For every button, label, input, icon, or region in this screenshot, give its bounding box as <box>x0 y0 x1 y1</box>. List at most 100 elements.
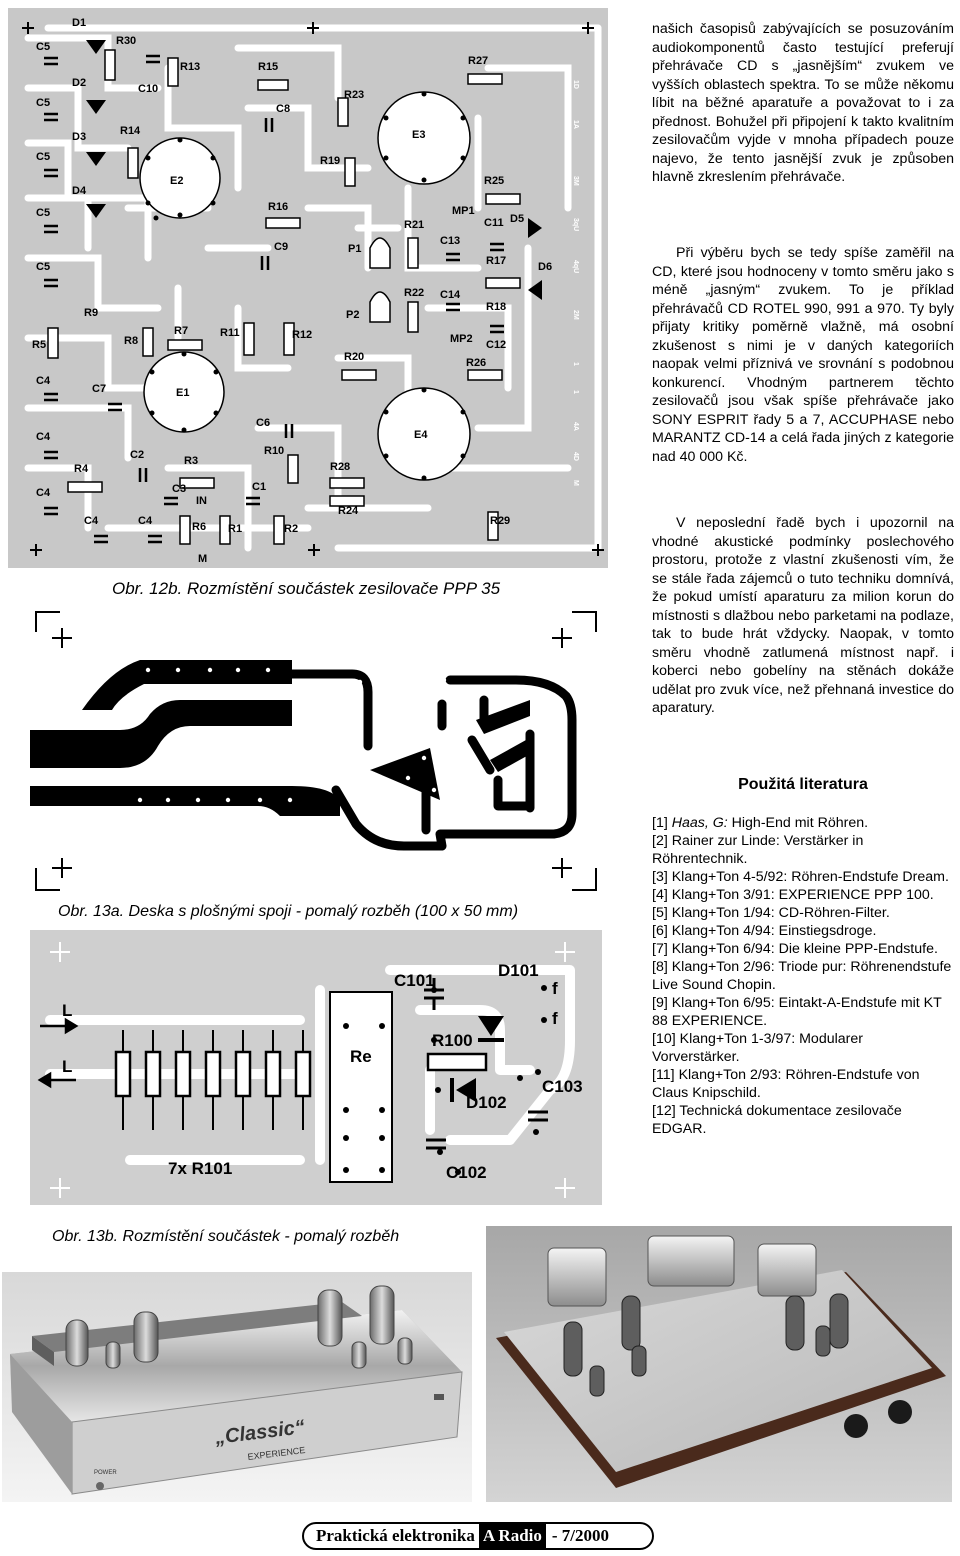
svg-text:R6: R6 <box>192 521 206 533</box>
page-footer: Praktická elektronika A Radio - 7/2000 <box>302 1522 654 1550</box>
svg-text:P2: P2 <box>346 309 359 321</box>
svg-text:M: M <box>198 553 207 565</box>
svg-text:R13: R13 <box>180 61 200 73</box>
amplifier-photo-classic: „Classic“ EXPERIENCE POWER <box>2 1272 472 1502</box>
svg-text:D6: D6 <box>538 261 552 273</box>
literature-heading: Použitá literatura <box>738 776 868 793</box>
svg-text:1D: 1D <box>572 80 579 89</box>
svg-text:R7: R7 <box>174 325 188 337</box>
svg-text:IN: IN <box>196 495 207 507</box>
svg-text:3qU: 3qU <box>572 218 579 231</box>
svg-text:E1: E1 <box>176 387 189 399</box>
svg-text:R17: R17 <box>486 255 506 267</box>
svg-text:C4: C4 <box>36 487 51 499</box>
svg-text:C5: C5 <box>36 97 50 109</box>
svg-text:R21: R21 <box>404 219 424 231</box>
svg-text:R16: R16 <box>268 201 288 213</box>
svg-text:R14: R14 <box>120 125 141 137</box>
svg-text:C12: C12 <box>486 339 506 351</box>
literature-item: [10] Klang+Ton 1-3/97: Modularer Vorvers… <box>652 1031 863 1065</box>
literature-item: [11] Klang+Ton 2/93: Röhren-Endstufe von… <box>652 1067 920 1101</box>
svg-text:R12: R12 <box>292 329 312 341</box>
svg-text:C4: C4 <box>36 375 51 387</box>
paragraph-2: Při výběru bych se tedy spíše zaměřil na… <box>652 245 954 465</box>
svg-text:R30: R30 <box>116 35 136 47</box>
footer-issue: - 7/2000 <box>551 1526 610 1545</box>
svg-text:2M: 2M <box>572 310 579 320</box>
svg-text:R10: R10 <box>264 445 284 457</box>
literature-item: [12] Technická dokumentace zesilovače ED… <box>652 1103 902 1137</box>
svg-text:R4: R4 <box>74 463 89 475</box>
svg-text:MP1: MP1 <box>452 205 475 217</box>
footer-magazine-brand: A Radio <box>478 1524 546 1548</box>
svg-text:R9: R9 <box>84 307 98 319</box>
slow-start-component-layout: L L 7x R101 Re C101 D101 f f R100 D102 C… <box>30 930 602 1205</box>
literature-item: [7] Klang+Ton 6/94: Die kleine PPP-Endst… <box>652 941 938 957</box>
pcb-traces-figure <box>30 611 597 891</box>
literature-item: [9] Klang+Ton 6/95: Eintakt-A-Endstufe m… <box>652 995 942 1029</box>
svg-text:E4: E4 <box>414 429 428 441</box>
literature-item: [1] Haas, G: High-End mit Röhren. <box>652 815 869 831</box>
svg-text:C4: C4 <box>138 515 153 527</box>
svg-text:R19: R19 <box>320 155 340 167</box>
svg-text:C10: C10 <box>138 83 158 95</box>
label-f2: f <box>552 1009 558 1028</box>
svg-text:D4: D4 <box>72 185 87 197</box>
svg-text:3M: 3M <box>572 176 579 186</box>
svg-text:MP2: MP2 <box>450 333 473 345</box>
label-c101: C101 <box>394 971 435 990</box>
svg-text:E3: E3 <box>412 129 425 141</box>
svg-text:R24: R24 <box>338 505 359 517</box>
svg-text:4qU: 4qU <box>572 260 579 273</box>
label-c102: C102 <box>446 1163 487 1182</box>
label-r100: R100 <box>432 1031 473 1050</box>
label-f1: f <box>552 979 558 998</box>
svg-text:C5: C5 <box>36 207 50 219</box>
svg-text:R15: R15 <box>258 61 278 73</box>
paragraph-1: našich časopisů zabývajících se posuzová… <box>652 21 954 185</box>
svg-text:C5: C5 <box>36 151 50 163</box>
literature-item: [5] Klang+Ton 1/94: CD-Röhren-Filter. <box>652 905 890 921</box>
svg-text:R22: R22 <box>404 287 424 299</box>
svg-text:C4: C4 <box>84 515 99 527</box>
figure-13a-caption: Obr. 13a. Deska s plošnými spoji - pomal… <box>58 903 519 920</box>
svg-text:C6: C6 <box>256 417 270 429</box>
svg-text:D5: D5 <box>510 213 524 225</box>
svg-text:R1: R1 <box>228 523 242 535</box>
svg-text:C7: C7 <box>92 383 106 395</box>
svg-text:R25: R25 <box>484 175 504 187</box>
svg-text:1: 1 <box>572 362 579 366</box>
svg-text:R3: R3 <box>184 455 198 467</box>
svg-text:4D: 4D <box>572 452 579 461</box>
svg-text:C11: C11 <box>484 217 504 229</box>
svg-text:C13: C13 <box>440 235 460 247</box>
svg-text:R8: R8 <box>124 335 138 347</box>
svg-text:R27: R27 <box>468 55 488 67</box>
svg-text:1A: 1A <box>572 120 579 129</box>
label-l-top: L <box>62 1001 72 1020</box>
svg-text:R18: R18 <box>486 301 506 313</box>
svg-text:R28: R28 <box>330 461 350 473</box>
svg-text:R23: R23 <box>344 89 364 101</box>
svg-text:R26: R26 <box>466 357 486 369</box>
svg-text:D2: D2 <box>72 77 86 89</box>
literature-item: [4] Klang+Ton 3/91: EXPERIENCE PPP 100. <box>652 887 934 903</box>
photo-power-label: POWER <box>94 1470 117 1476</box>
label-c103: C103 <box>542 1077 583 1096</box>
svg-text:D3: D3 <box>72 131 86 143</box>
svg-text:M: M <box>572 480 579 486</box>
literature-item: [6] Klang+Ton 4/94: Einstiegsdroge. <box>652 923 877 939</box>
label-relay: Re <box>350 1047 372 1066</box>
literature-item: [8] Klang+Ton 2/96: Triode pur: Röhrenen… <box>652 959 952 993</box>
label-l-bottom: L <box>62 1057 72 1076</box>
svg-text:C9: C9 <box>274 241 288 253</box>
svg-text:P1: P1 <box>348 243 361 255</box>
label-resistors: 7x R101 <box>168 1159 232 1178</box>
svg-text:E2: E2 <box>170 175 183 187</box>
amplifier-photo-wood <box>486 1226 952 1502</box>
literature-list: [1] Haas, G: High-End mit Röhren.[2] Rai… <box>652 814 954 1138</box>
svg-text:R29: R29 <box>490 515 510 527</box>
footer-magazine-name: Praktická elektronika <box>316 1526 475 1545</box>
label-d101: D101 <box>498 961 539 980</box>
svg-text:C8: C8 <box>276 103 290 115</box>
